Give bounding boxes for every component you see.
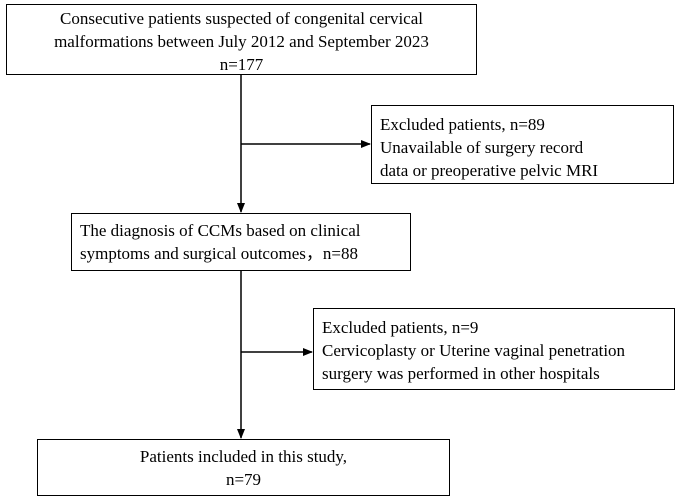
start-box: Consecutive patients suspected of congen… [6,4,477,75]
excluded-1-reason: data or preoperative pelvic MRI [380,161,599,180]
excluded-2-box: Excluded patients, n=9 Cervicoplasty or … [313,308,675,390]
included-line: Patients included in this study, [139,447,348,466]
excluded-1-reason: Unavailable of surgery record [380,138,584,157]
excluded-2-count: Excluded patients, n=9 [322,318,479,337]
start-count: n=177 [219,55,264,74]
start-line: malformations between July 2012 and Sept… [54,32,429,51]
diagnosis-box: The diagnosis of CCMs based on clinical … [71,213,411,271]
start-line: Consecutive patients suspected of congen… [59,9,423,28]
excluded-1-box: Excluded patients, n=89 Unavailable of s… [371,105,674,184]
excluded-2-reason: Cervicoplasty or Uterine vaginal penetra… [322,341,626,360]
included-count: n=79 [225,470,262,489]
diagnosis-line: symptoms and surgical outcomes，n=88 [80,244,358,263]
excluded-1-count: Excluded patients, n=89 [380,115,545,134]
diagnosis-line: The diagnosis of CCMs based on clinical [80,221,361,240]
excluded-2-reason: surgery was performed in other hospitals [322,364,600,383]
included-box: Patients included in this study, n=79 [37,439,450,496]
